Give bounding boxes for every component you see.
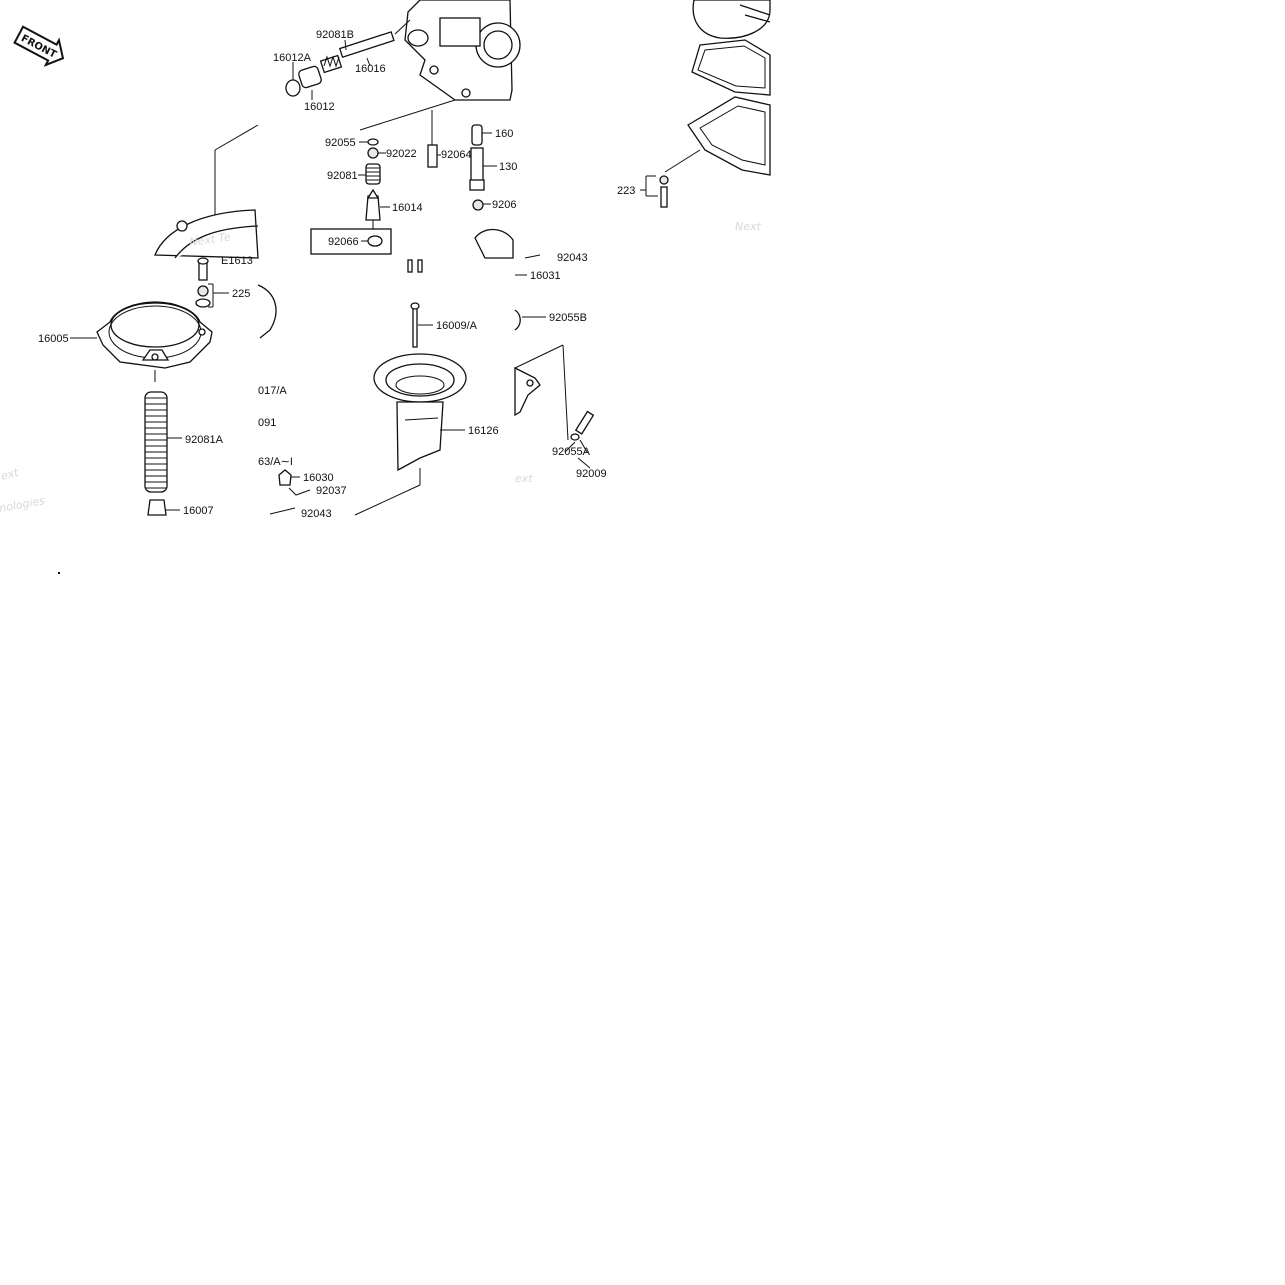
label-92066: 92066 <box>328 236 359 248</box>
stray-dot <box>58 572 60 574</box>
watermark: nologies <box>0 494 46 515</box>
label-16005: 16005 <box>38 333 69 345</box>
label-92081A: 92081A <box>185 434 224 446</box>
watermark: Next <box>735 220 762 233</box>
tile-bottom-middle: 017/A 091 63/A∼I 16030 92037 92043 16009… <box>257 259 499 520</box>
label-63AI: 63/A∼I <box>258 456 293 468</box>
pilot-screw-assembly <box>285 19 411 97</box>
label-16126: 16126 <box>468 425 499 437</box>
label-130: 130 <box>499 161 517 173</box>
label-16012: 16012 <box>304 101 335 113</box>
label-16007: 16007 <box>183 505 214 517</box>
label-92055B: 92055B <box>549 312 587 324</box>
label-017A: 017/A <box>258 385 287 397</box>
label-92009: 92009 <box>576 468 607 480</box>
label-92055A: 92055A <box>552 446 591 458</box>
label-16012A: 16012A <box>273 52 312 64</box>
label-92043b: 92043 <box>301 508 332 520</box>
label-16014: 16014 <box>392 202 423 214</box>
label-92055: 92055 <box>325 137 356 149</box>
label-92081B: 92081B <box>316 29 354 41</box>
watermark: ext <box>515 472 533 485</box>
label-160: 160 <box>495 128 513 140</box>
tile-top-right: 223 Next <box>617 0 771 233</box>
watermark: ext <box>0 466 20 483</box>
label-92043a: 92043 <box>557 252 588 264</box>
front-arrow-icon: FRONT <box>13 25 65 67</box>
tile-bottom-left: 225 16005 92081A 16007 ext nologies <box>0 257 250 517</box>
tile-top-left: FRONT <box>13 0 521 267</box>
label-225: 225 <box>232 288 250 300</box>
label-92081: 92081 <box>327 170 358 182</box>
carburetor-body <box>404 0 521 101</box>
label-16016: 16016 <box>355 63 386 75</box>
label-16030: 16030 <box>303 472 334 484</box>
watermark: Next Te <box>189 230 232 249</box>
label-16009A: 16009/A <box>436 320 478 332</box>
label-92022: 92022 <box>386 148 417 160</box>
tile-bottom-right: 92043 16031 92055B 92055A 92009 ext <box>474 228 607 485</box>
code-label: E1613 <box>221 255 253 267</box>
label-16031: 16031 <box>530 270 561 282</box>
label-223: 223 <box>617 185 635 197</box>
label-92064: 92064 <box>441 149 472 161</box>
label-091: 091 <box>258 417 276 429</box>
label-9206: 9206 <box>492 199 516 211</box>
label-92037: 92037 <box>316 485 347 497</box>
